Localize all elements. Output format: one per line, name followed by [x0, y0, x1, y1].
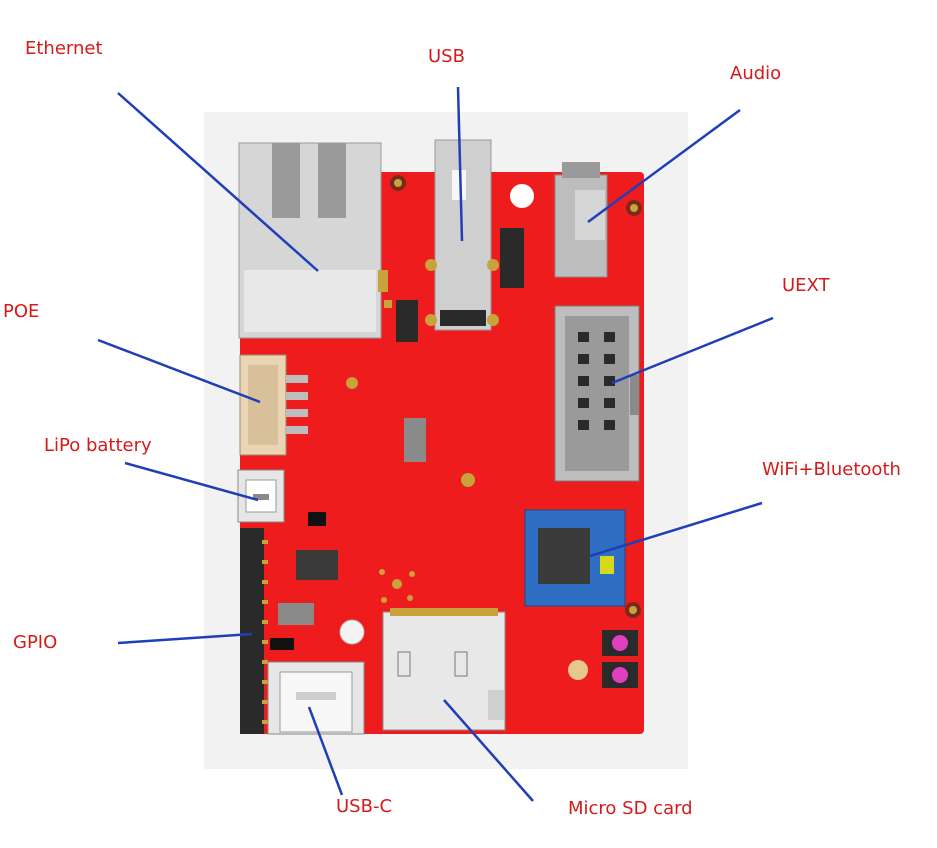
- uext-connector: [554, 305, 640, 482]
- label-lipo-battery: LiPo battery: [44, 435, 152, 456]
- leader-line-wifi-bt: [589, 501, 763, 558]
- usb-c-port: [267, 661, 365, 735]
- poe-connector: [239, 354, 308, 456]
- ic-chips: [270, 418, 426, 650]
- label-gpio: GPIO: [13, 632, 58, 653]
- label-audio: Audio: [730, 63, 782, 84]
- vias: [346, 377, 475, 603]
- label-wifi-bluetooth: WiFi+Bluetooth: [762, 459, 901, 480]
- push-buttons: [568, 630, 638, 688]
- label-ethernet: Ethernet: [25, 38, 103, 59]
- jumpers: [396, 228, 524, 342]
- leader-line-ethernet: [117, 92, 319, 272]
- leader-line-micro-sd: [443, 699, 534, 802]
- micro-sd-slot: [382, 608, 506, 731]
- leader-line-gpio: [117, 632, 253, 645]
- mounting-holes: [339, 175, 642, 645]
- leader-line-usb-c: [307, 706, 344, 796]
- leader-line-uext: [611, 316, 774, 385]
- ethernet-jack: [238, 142, 392, 339]
- label-uext: UEXT: [782, 275, 830, 296]
- leader-line-lipo: [124, 461, 259, 502]
- leader-lines: [97, 86, 774, 802]
- gpio-header: [240, 528, 268, 734]
- label-poe: POE: [3, 301, 40, 322]
- leader-line-usb: [456, 86, 464, 242]
- label-usb-c: USB-C: [336, 796, 393, 817]
- label-usb: USB: [428, 46, 465, 67]
- wifi-bluetooth-module: [524, 509, 626, 607]
- audio-jack: [554, 162, 608, 278]
- leader-line-audio: [587, 108, 741, 224]
- leader-line-poe: [97, 338, 261, 404]
- label-micro-sd-card: Micro SD card: [568, 798, 693, 819]
